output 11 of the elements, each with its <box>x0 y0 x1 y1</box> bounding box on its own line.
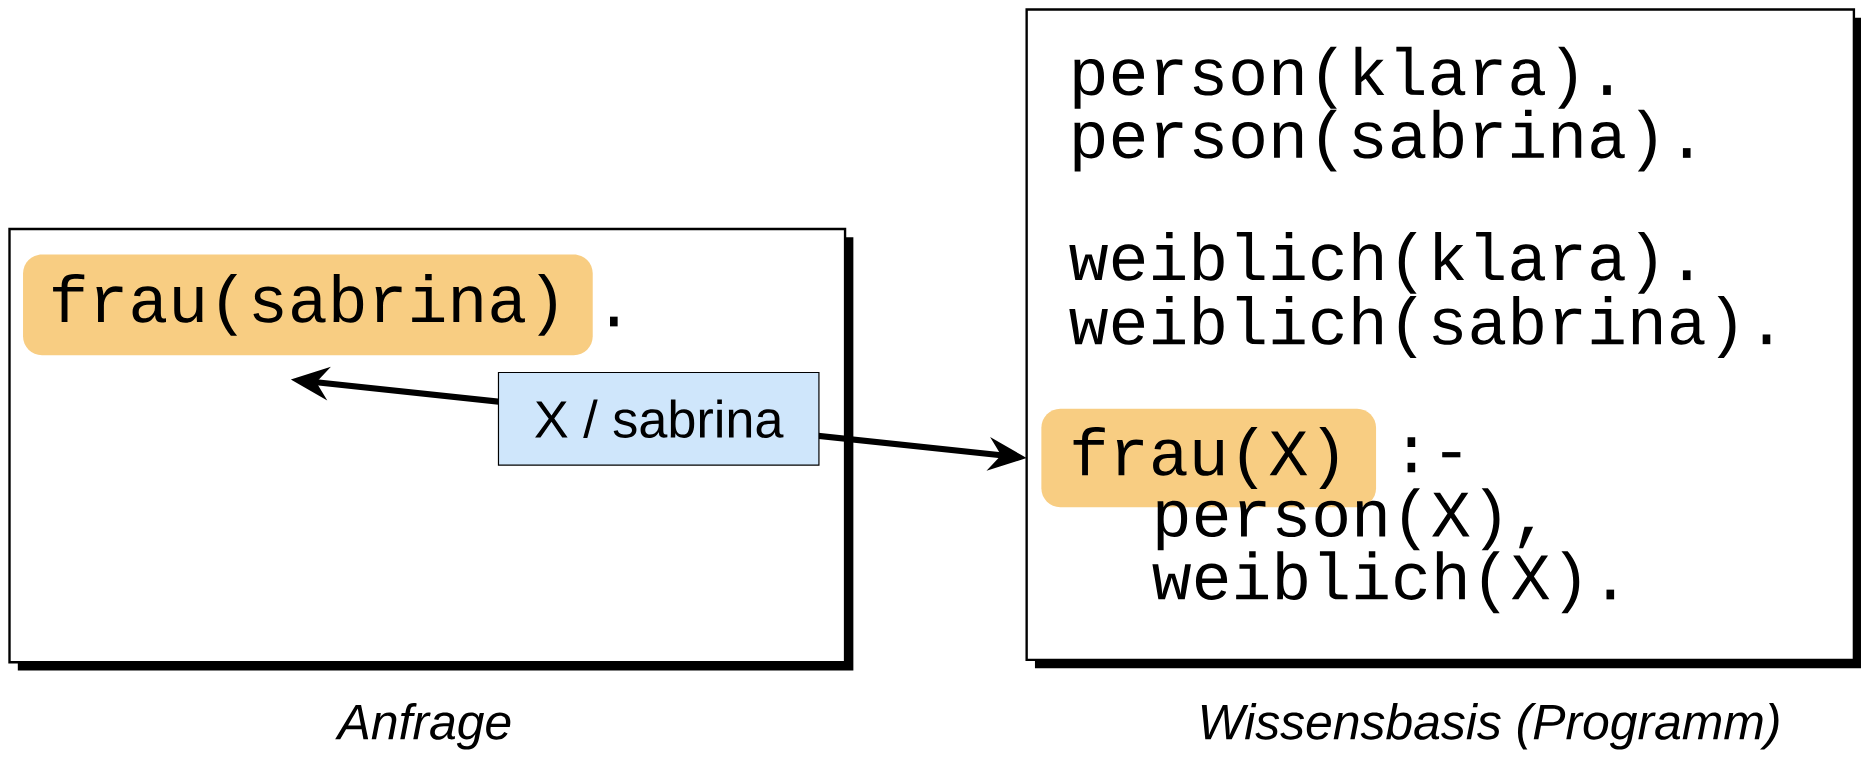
highlighted-code: frau(sabrina) <box>23 254 593 356</box>
code-line: weiblich(X). <box>1152 551 1615 614</box>
node-label: Anfrage <box>335 703 511 750</box>
code-line: weiblich(klara). <box>1069 232 1691 294</box>
node-label: Wissensbasis (Programm) <box>1201 703 1779 750</box>
code-line: :- <box>1407 437 1461 473</box>
edge-label: X / sabrina <box>535 399 784 439</box>
code-line: person(sabrina). <box>1074 109 1691 172</box>
panel-box <box>1025 8 1856 662</box>
code-line: person(klara). <box>1074 46 1611 109</box>
code-line: . <box>610 316 618 327</box>
